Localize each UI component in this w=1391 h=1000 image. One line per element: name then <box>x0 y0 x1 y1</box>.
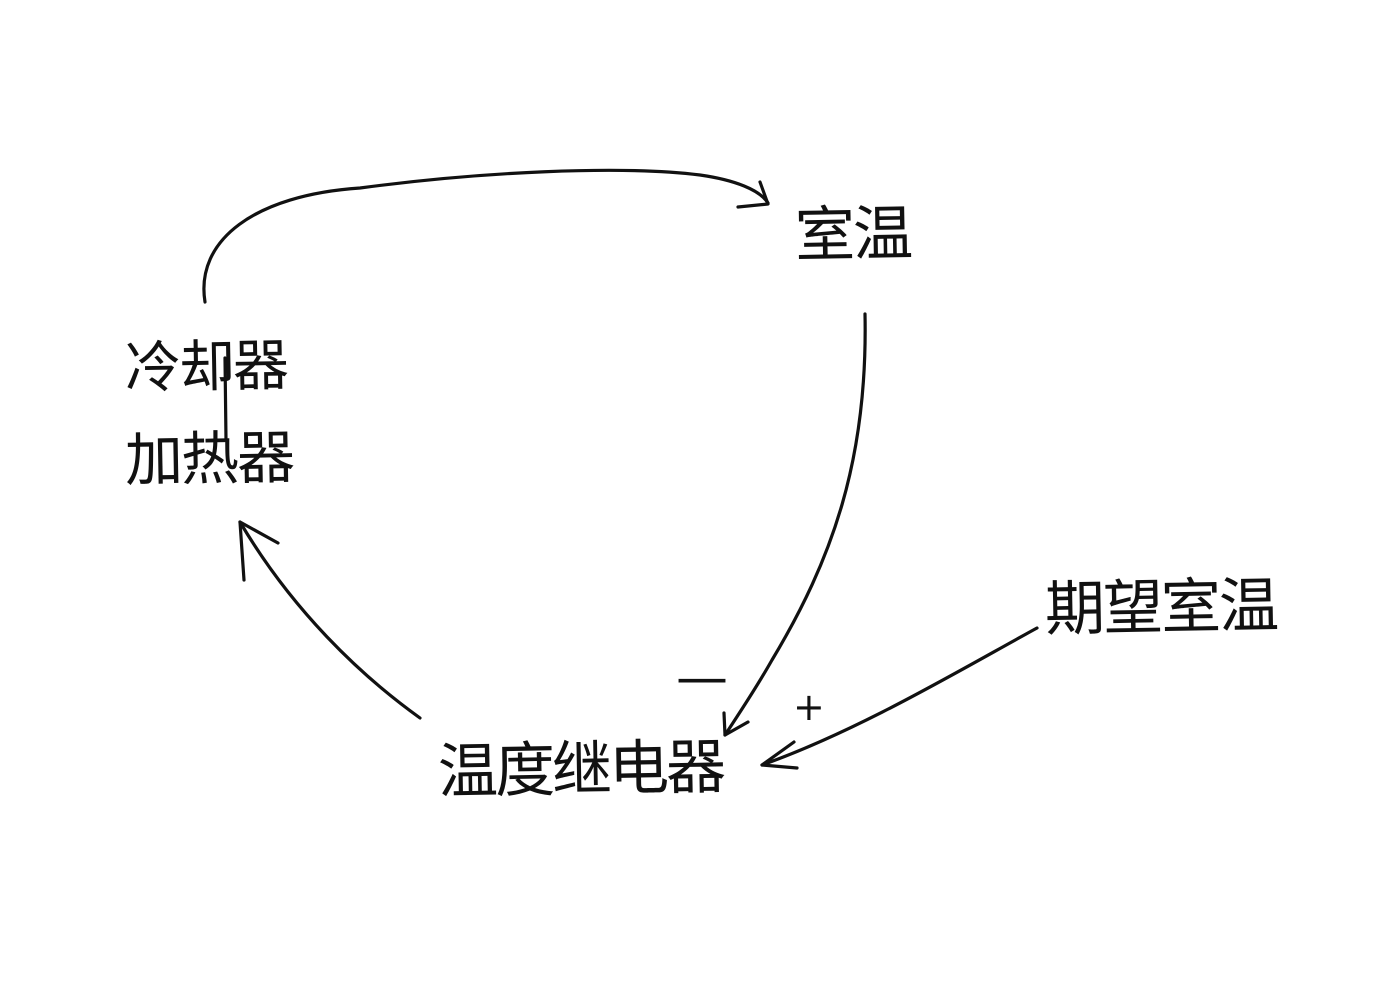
node-heater: 加热器 <box>124 423 294 495</box>
arrow-actuator-to-room-temp-head <box>736 180 770 209</box>
arrow-relay-to-actuator-head <box>238 520 280 582</box>
node-desired-temperature: 期望室温 <box>1044 570 1278 646</box>
sign-plus: + <box>793 685 825 729</box>
arrow-room-temp-to-relay-head <box>722 711 750 737</box>
node-temperature-relay: 温度继电器 <box>437 732 724 808</box>
node-cooler: 冷却器 <box>124 333 288 402</box>
arrow-desired-to-relay-line <box>760 626 1039 767</box>
node-room-temperature: 室温 <box>794 198 912 272</box>
arrow-actuator-to-room-temp <box>202 168 770 304</box>
arrow-desired-to-relay-head <box>760 740 799 770</box>
arrow-relay-to-actuator <box>238 520 422 720</box>
arrow-desired-to-relay <box>760 626 1039 770</box>
arrow-room-temp-to-relay <box>722 312 867 737</box>
arrow-relay-to-actuator-line <box>238 520 422 720</box>
stroke-divider <box>223 356 228 442</box>
arrow-room-temp-to-relay-line <box>723 312 867 737</box>
arrow-actuator-to-room-temp-line <box>202 168 770 304</box>
sign-minus: — <box>676 648 728 708</box>
